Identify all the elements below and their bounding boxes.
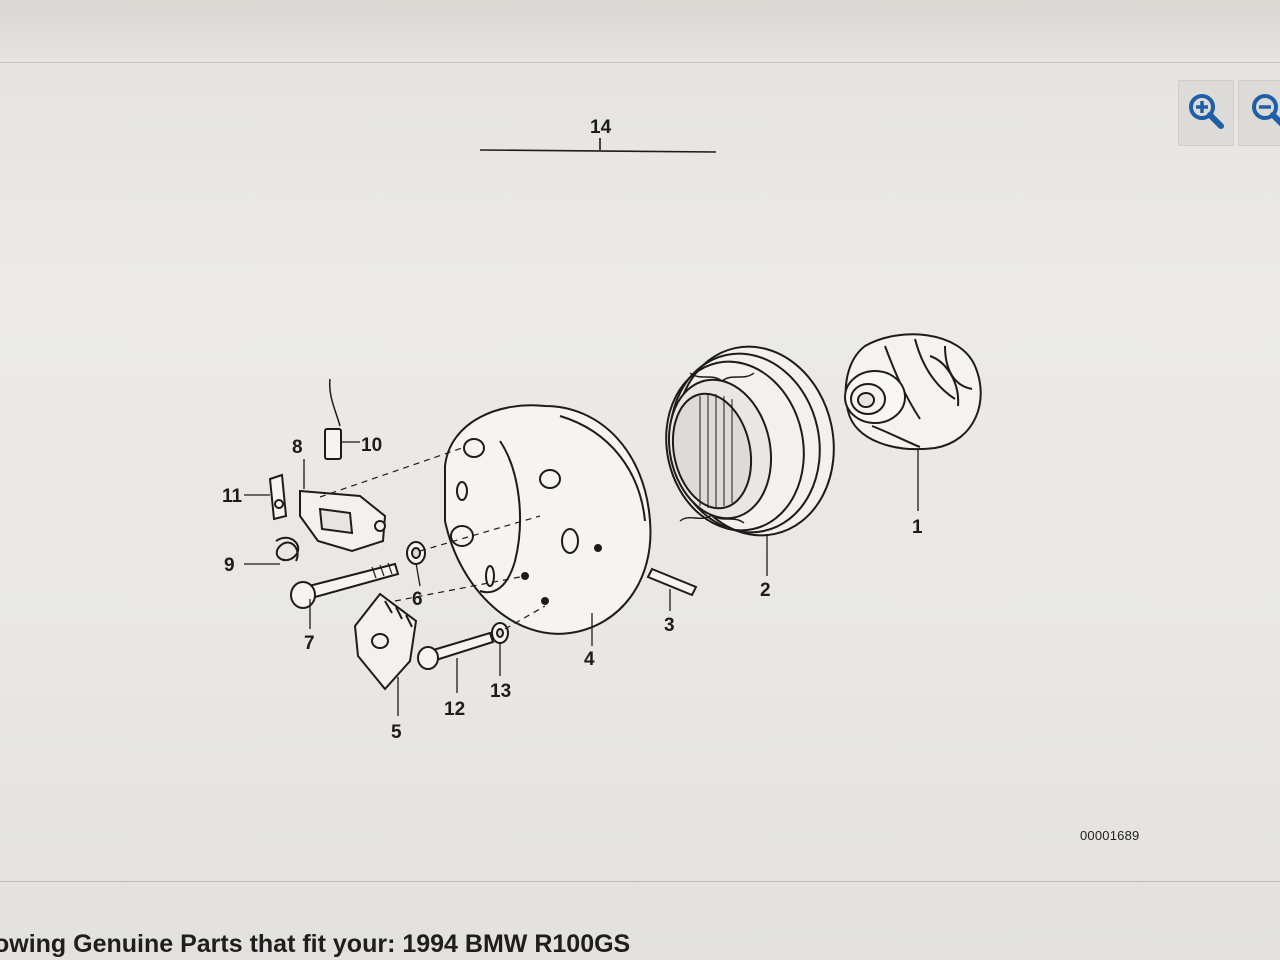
bolt-7-part[interactable] xyxy=(290,562,400,609)
brush-part[interactable] xyxy=(324,378,342,460)
assembly-bracket xyxy=(479,138,717,153)
assembly-guide-lines xyxy=(319,447,546,630)
callout-13[interactable]: 13 xyxy=(490,681,511,702)
callout-12[interactable]: 12 xyxy=(444,699,465,720)
callout-7[interactable]: 7 xyxy=(304,633,315,654)
zoom-out-icon xyxy=(1249,91,1280,136)
callout-11[interactable]: 11 xyxy=(222,486,243,507)
callout-3[interactable]: 3 xyxy=(664,615,675,636)
zoom-in-button[interactable] xyxy=(1178,80,1234,146)
rotor-part[interactable] xyxy=(844,333,982,451)
callout-10[interactable]: 10 xyxy=(361,435,382,456)
exploded-parts-diagram: 14 xyxy=(222,117,982,743)
rectifier-part[interactable] xyxy=(353,592,418,691)
brush-holder-part[interactable] xyxy=(299,489,387,553)
stator-part[interactable] xyxy=(651,332,851,550)
callout-2[interactable]: 2 xyxy=(760,580,771,601)
pin-part[interactable] xyxy=(646,567,698,597)
spring-part[interactable] xyxy=(275,536,300,562)
parts-heading: owing Genuine Parts that fit your: 1994 … xyxy=(0,930,631,958)
callout-8[interactable]: 8 xyxy=(292,437,303,458)
zoom-in-icon xyxy=(1186,91,1226,136)
callout-14[interactable]: 14 xyxy=(590,117,612,138)
top-strip xyxy=(0,0,1280,62)
washer-6-part[interactable] xyxy=(406,541,426,565)
housing-part[interactable] xyxy=(444,404,652,635)
washer-13-part[interactable] xyxy=(491,622,509,644)
clip-part[interactable] xyxy=(268,473,288,521)
callout-1[interactable]: 1 xyxy=(912,517,923,538)
callout-5[interactable]: 5 xyxy=(391,722,402,743)
callout-4[interactable]: 4 xyxy=(584,649,595,670)
callout-6[interactable]: 6 xyxy=(412,589,423,610)
parts-diagram-panel: 14 xyxy=(0,62,1280,882)
bolt-12-part[interactable] xyxy=(417,631,495,670)
zoom-out-button[interactable] xyxy=(1238,80,1280,146)
callout-9[interactable]: 9 xyxy=(224,555,235,576)
callout-leaders xyxy=(244,441,919,716)
figure-number: 00001689 xyxy=(1080,828,1140,843)
